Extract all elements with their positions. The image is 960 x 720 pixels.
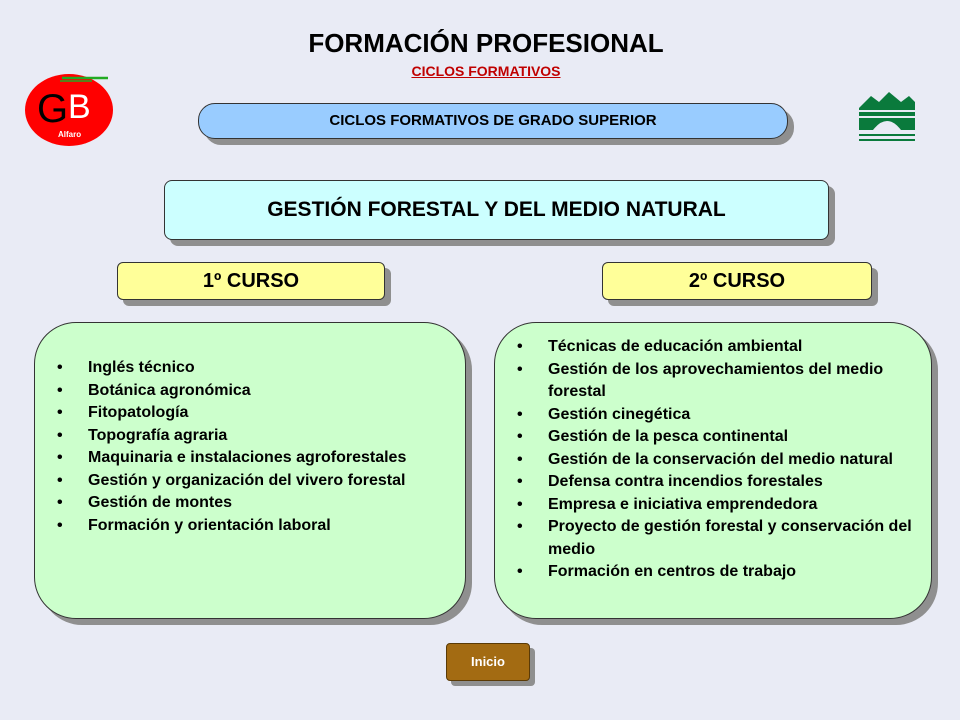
course-1-header: 1º CURSO bbox=[117, 262, 385, 300]
list-item: Técnicas de educación ambiental bbox=[495, 336, 931, 359]
course-1-subjects-panel: Inglés técnico Botánica agronómica Fitop… bbox=[34, 322, 466, 619]
list-item: Inglés técnico bbox=[35, 357, 465, 380]
gb-logo-letter-b: B bbox=[68, 88, 91, 126]
list-item: Fitopatología bbox=[35, 402, 465, 425]
list-item: Gestión de montes bbox=[35, 492, 465, 515]
course-2-subject-list: Técnicas de educación ambiental Gestión … bbox=[495, 336, 931, 584]
gb-logo-letter-g: G bbox=[37, 87, 68, 131]
list-item: Defensa contra incendios forestales bbox=[495, 471, 931, 494]
course-2-subjects-panel: Técnicas de educación ambiental Gestión … bbox=[494, 322, 932, 619]
course-2-header: 2º CURSO bbox=[602, 262, 872, 300]
home-button[interactable]: Inicio bbox=[446, 643, 530, 681]
list-item: Formación en centros de trabajo bbox=[495, 561, 931, 584]
mountains-bridge-logo bbox=[859, 92, 915, 141]
list-item: Botánica agronómica bbox=[35, 380, 465, 403]
list-item: Topografía agraria bbox=[35, 425, 465, 448]
list-item: Gestión de la pesca continental bbox=[495, 426, 931, 449]
list-item: Gestión cinegética bbox=[495, 404, 931, 427]
list-item: Gestión de la conservación del medio nat… bbox=[495, 449, 931, 472]
gb-logo-caption: Alfaro bbox=[58, 130, 81, 139]
list-item: Empresa e iniciativa emprendedora bbox=[495, 494, 931, 517]
gb-alfaro-logo: G B Alfaro bbox=[25, 74, 113, 146]
list-item: Maquinaria e instalaciones agroforestale… bbox=[35, 447, 465, 470]
grade-level-banner: CICLOS FORMATIVOS DE GRADO SUPERIOR bbox=[198, 103, 788, 139]
cycle-title-box: GESTIÓN FORESTAL Y DEL MEDIO NATURAL bbox=[164, 180, 829, 240]
page-subtitle: CICLOS FORMATIVOS bbox=[411, 63, 561, 79]
list-item: Gestión de los aprovechamientos del medi… bbox=[495, 359, 931, 404]
list-item: Formación y orientación laboral bbox=[35, 515, 465, 538]
list-item: Gestión y organización del vivero forest… bbox=[35, 470, 465, 493]
course-1-subject-list: Inglés técnico Botánica agronómica Fitop… bbox=[35, 357, 465, 537]
page-title: FORMACIÓN PROFESIONAL bbox=[308, 28, 664, 58]
list-item: Proyecto de gestión forestal y conservac… bbox=[495, 516, 931, 561]
